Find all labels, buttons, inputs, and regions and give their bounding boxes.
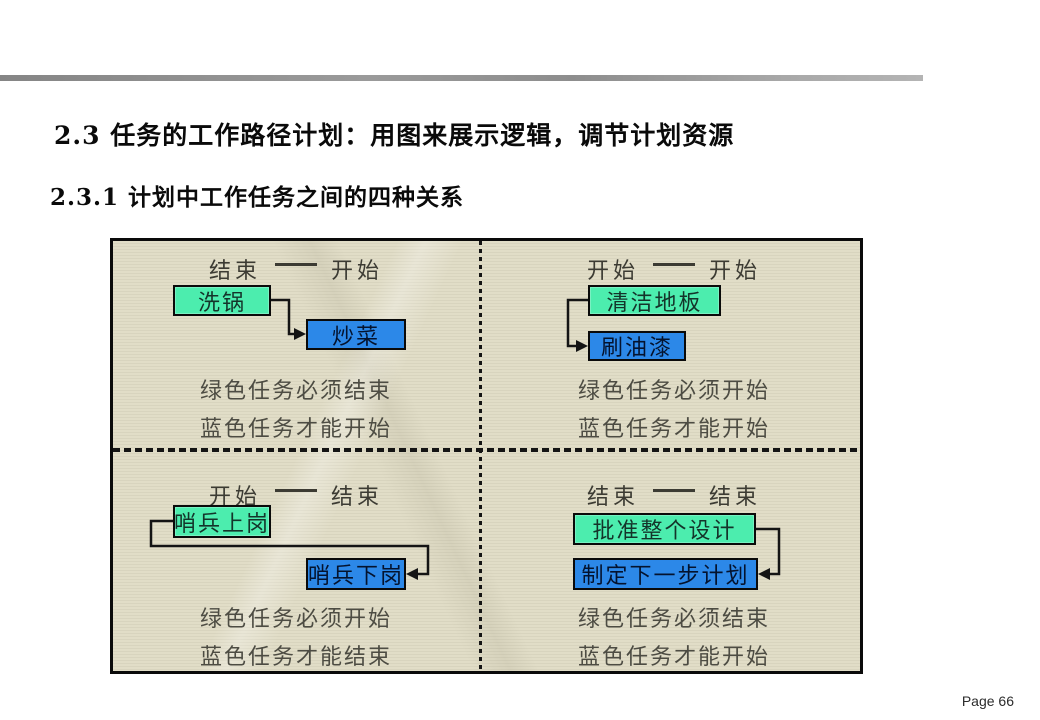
- quadrant-caption: 绿色任务必须结束: [577, 607, 770, 632]
- task-box-green: 洗锅: [173, 285, 271, 316]
- task-box-blue: 炒菜: [306, 319, 406, 350]
- relation-dash-icon: [653, 488, 695, 492]
- four-relations-diagram: 结束 开始 洗锅 炒菜 绿色任务必须结束 蓝色任务才能开始 开始 开始 清洁地板…: [110, 238, 863, 674]
- arrowhead-icon: [576, 340, 588, 352]
- page-number: Page 66: [961, 693, 1014, 709]
- top-divider-bar: [0, 75, 923, 81]
- task-box-green: 哨兵上岗: [173, 505, 271, 538]
- relation-dash-icon: [653, 262, 695, 266]
- quadrant-caption: 蓝色任务才能开始: [577, 417, 770, 442]
- connector-arrow-start-to-start: [566, 298, 588, 348]
- header-term: 开始: [709, 259, 762, 284]
- header-term: 开始: [586, 259, 639, 284]
- header-term: 开始: [331, 259, 384, 284]
- horizontal-dashed-divider: [113, 448, 860, 452]
- relation-dash-icon: [275, 488, 317, 492]
- quadrant-caption: 蓝色任务才能结束: [199, 645, 392, 670]
- slide-subtitle: 2.3.1 计划中工作任务之间的四种关系: [50, 184, 465, 211]
- task-box-blue: 哨兵下岗: [306, 558, 406, 590]
- header-term: 结束: [331, 485, 384, 510]
- task-box-blue: 刷油漆: [588, 331, 686, 361]
- header-term: 结束: [709, 485, 762, 510]
- connector-arrow-finish-to-start: [271, 298, 295, 336]
- quadrant-header-finish-to-finish: 结束 结束: [482, 479, 866, 511]
- quadrant-header-start-to-start: 开始 开始: [482, 253, 866, 285]
- connector-arrow-finish-to-finish: [756, 527, 781, 576]
- quadrant-header-start-to-finish: 开始 结束: [113, 479, 479, 511]
- quadrant-caption: 蓝色任务才能开始: [577, 645, 770, 670]
- vertical-dotted-divider: [479, 241, 482, 671]
- relation-dash-icon: [275, 262, 317, 266]
- slide-title: 2.3 任务的工作路径计划：用图来展示逻辑，调节计划资源: [54, 121, 735, 150]
- task-box-green: 批准整个设计: [573, 513, 756, 545]
- quadrant-header-finish-to-start: 结束 开始: [113, 253, 479, 285]
- task-box-blue: 制定下一步计划: [573, 558, 758, 590]
- quadrant-caption: 蓝色任务才能开始: [199, 417, 392, 442]
- arrowhead-icon: [758, 568, 770, 580]
- task-box-green: 清洁地板: [588, 285, 721, 316]
- header-term: 结束: [586, 485, 639, 510]
- arrowhead-icon: [294, 328, 306, 340]
- header-term: 结束: [208, 259, 261, 284]
- quadrant-caption: 绿色任务必须开始: [577, 379, 770, 404]
- quadrant-caption: 绿色任务必须结束: [199, 379, 392, 404]
- quadrant-caption: 绿色任务必须开始: [199, 607, 392, 632]
- arrowhead-icon: [406, 568, 418, 580]
